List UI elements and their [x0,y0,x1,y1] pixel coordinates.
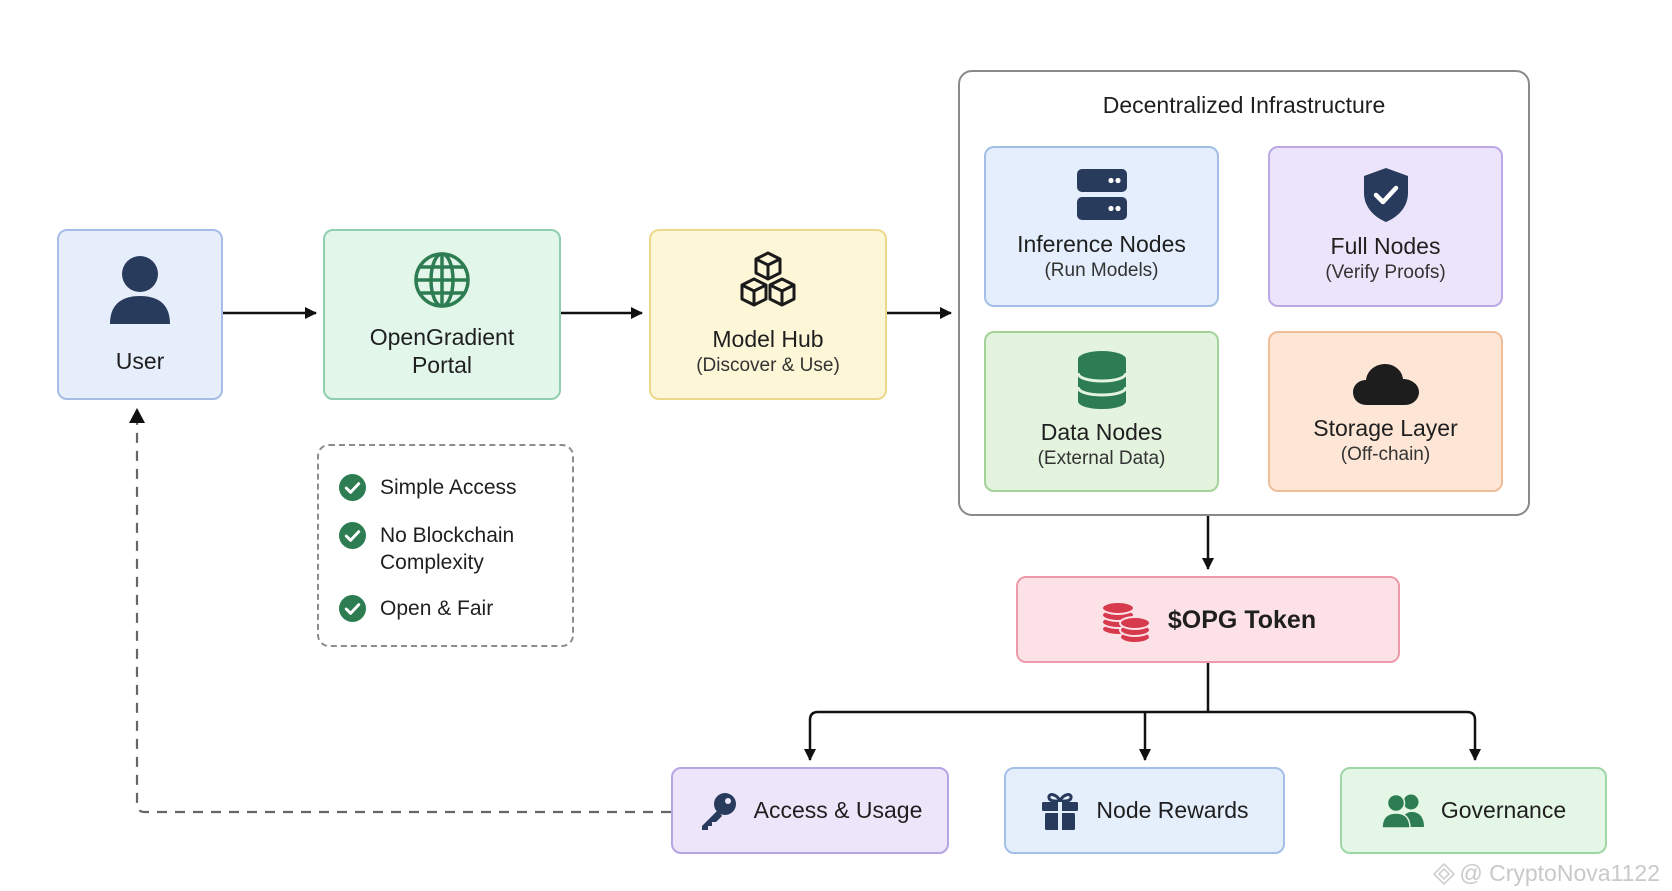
benefits-box: Simple Access No Blockchain Complexity O… [317,444,574,647]
benefit-item: No Blockchain Complexity [339,522,514,576]
check-circle-icon [339,522,366,549]
model-hub-label: Model Hub [712,326,824,353]
benefit-item: Simple Access [339,474,517,501]
full-nodes-label: Full Nodes [1330,233,1441,260]
data-nodes-label: Data Nodes [1040,419,1163,446]
key-icon [698,791,738,831]
portal-label-line1: OpenGradient [369,323,515,350]
benefit-line: Complexity [380,551,484,574]
node-rewards-box[interactable]: Node Rewards [1004,767,1285,854]
governance-label: Governance [1440,796,1567,823]
arrow-token-to-access [804,710,1208,761]
infrastructure-title: Decentralized Infrastructure [1102,92,1386,118]
user-label: User [115,347,165,374]
check-circle-icon [339,474,366,501]
watermark: @ CryptoNova1122 [1433,860,1660,887]
database-icon [1077,351,1126,410]
shield-check-icon [1362,167,1410,223]
full-nodes-box[interactable]: Full Nodes (Verify Proofs) [1268,146,1503,307]
model-hub-sublabel: (Discover & Use) [696,354,840,376]
access-usage-box[interactable]: Access & Usage [671,767,949,854]
server-icon [1076,169,1127,221]
check-circle-icon [339,595,366,622]
inference-nodes-label: Inference Nodes [1017,231,1186,258]
inference-nodes-sublabel: (Run Models) [1044,259,1159,281]
data-nodes-sublabel: (External Data) [1037,447,1166,469]
storage-layer-sublabel: (Off-chain) [1340,443,1431,465]
cubes-icon [736,250,800,312]
storage-layer-box[interactable]: Storage Layer (Off-chain) [1268,331,1503,492]
full-nodes-sublabel: (Verify Proofs) [1325,261,1446,283]
coins-icon [1100,596,1152,644]
arrow-token-to-governance [1208,710,1481,761]
governance-box[interactable]: Governance [1340,767,1607,854]
storage-layer-label: Storage Layer [1313,415,1458,442]
access-usage-label: Access & Usage [753,796,923,823]
portal-label-line2: Portal [411,351,473,378]
opg-token-box[interactable]: $OPG Token [1016,576,1400,663]
arrow-access-to-user-dashed [135,410,671,814]
inference-nodes-box[interactable]: Inference Nodes (Run Models) [984,146,1219,307]
data-nodes-box[interactable]: Data Nodes (External Data) [984,331,1219,492]
portal-box[interactable]: OpenGradient Portal [323,229,561,400]
arrow-access-to-user-head [129,408,145,423]
globe-icon [412,250,472,310]
user-icon [108,254,172,326]
benefit-line: Simple Access [380,476,517,499]
user-box[interactable]: User [57,229,223,400]
cloud-icon [1352,363,1419,406]
gift-icon [1040,791,1080,831]
users-icon [1381,793,1425,829]
benefit-item: Open & Fair [339,595,493,622]
watermark-text: @ CryptoNova1122 [1459,860,1660,886]
opg-token-label: $OPG Token [1167,605,1317,634]
watermark-logo-icon [1433,862,1456,885]
model-hub-box[interactable]: Model Hub (Discover & Use) [649,229,887,400]
benefit-line: Open & Fair [380,597,494,620]
node-rewards-label: Node Rewards [1096,796,1249,823]
benefit-line: No Blockchain [380,524,515,547]
